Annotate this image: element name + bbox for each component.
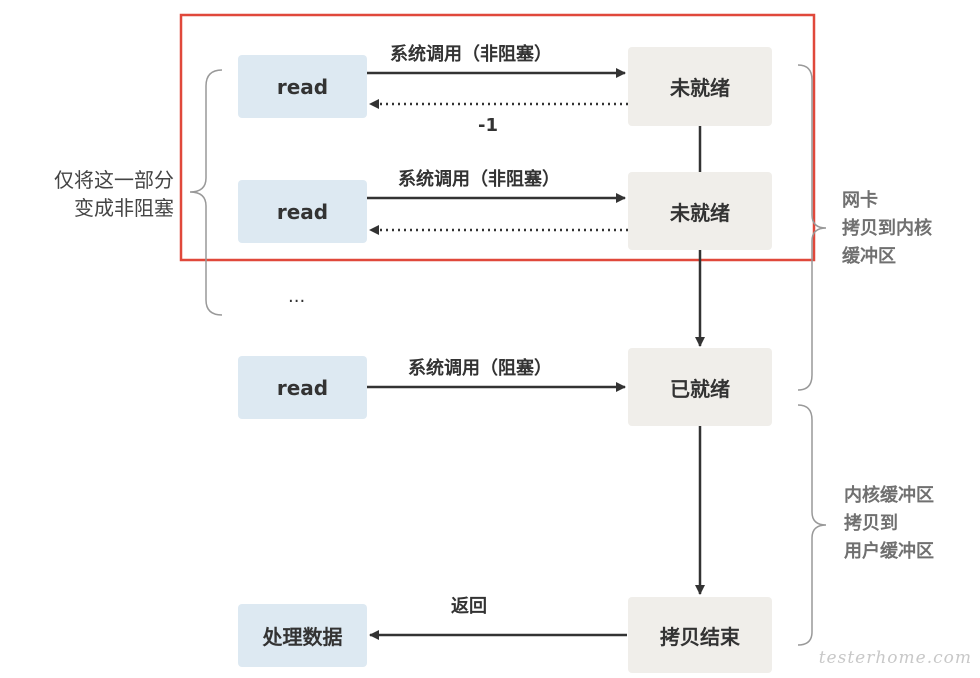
label-return-minus1: -1 xyxy=(478,115,498,136)
left-note-line-1: 仅将这一部分 xyxy=(54,168,174,192)
right-note-kernel-line-2: 拷贝到 xyxy=(844,513,898,534)
right-note-nic-line-3: 缓冲区 xyxy=(842,246,896,267)
right-note-kernel: 内核缓冲区 拷贝到 用户缓冲区 xyxy=(844,482,934,566)
label-call-nonblock-2: 系统调用（非阻塞） xyxy=(398,169,560,190)
not-ready-box-2: 未就绪 xyxy=(628,172,772,250)
not-ready-box-1: 未就绪 xyxy=(628,47,772,126)
right-note-nic-line-1: 网卡 xyxy=(842,190,878,211)
read-box-3: read xyxy=(238,356,367,419)
non-blocking-highlight-frame xyxy=(179,13,816,262)
copy-done-box: 拷贝结束 xyxy=(628,597,772,673)
label-call-nonblock-1: 系统调用（非阻塞） xyxy=(390,44,552,65)
read-box-1: read xyxy=(238,55,367,118)
right-brace-kernel xyxy=(797,404,827,646)
label-call-block: 系统调用（阻塞） xyxy=(408,358,552,379)
right-note-kernel-line-3: 用户缓冲区 xyxy=(844,541,934,562)
right-note-nic-line-2: 拷贝到内核 xyxy=(842,218,932,239)
left-note-line-2: 变成非阻塞 xyxy=(74,196,174,220)
process-data-box: 处理数据 xyxy=(238,604,367,667)
right-brace-nic xyxy=(797,64,827,391)
ready-box: 已就绪 xyxy=(628,348,772,426)
right-note-nic: 网卡 拷贝到内核 缓冲区 xyxy=(842,187,932,271)
left-note: 仅将这一部分 变成非阻塞 xyxy=(54,166,174,222)
left-brace xyxy=(189,69,223,316)
label-return: 返回 xyxy=(451,596,487,617)
ellipsis: ... xyxy=(288,286,306,307)
read-box-2: read xyxy=(238,180,367,243)
right-note-kernel-line-1: 内核缓冲区 xyxy=(844,485,934,506)
watermark: testerhome.com xyxy=(818,648,972,668)
